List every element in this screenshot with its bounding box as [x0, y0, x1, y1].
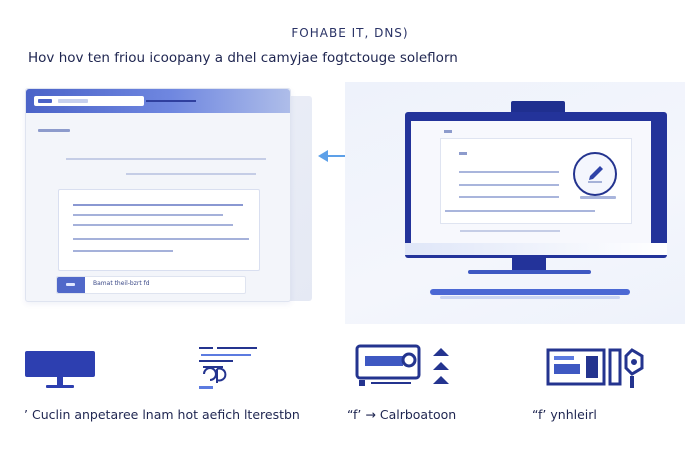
content-line [66, 158, 266, 160]
monitor-base-shadow [440, 296, 620, 299]
breadcrumb[interactable] [38, 129, 70, 132]
feature-caption-1: ’ Cuclin anpetaree lnam hot aefich ltere… [24, 407, 300, 422]
content-line [126, 173, 256, 175]
card-line [73, 214, 223, 216]
dashboard-icon [546, 348, 644, 388]
page-subtitle: Hov hov ten friou icoopany a dhel camyja… [28, 50, 458, 66]
prompt-input[interactable]: Bamat theil-bzrt fd [56, 276, 246, 294]
address-bar[interactable] [34, 96, 144, 106]
badge-underline [580, 196, 616, 199]
app-window: Bamat theil-bzrt fd [25, 88, 291, 302]
arrow-left-icon [318, 150, 328, 162]
monitor-webcam [511, 101, 565, 115]
card-line [73, 224, 233, 226]
address-bar-text [58, 99, 88, 103]
screen-line [459, 196, 559, 198]
monitor-neck [512, 258, 546, 270]
caption-prefix: “f’ [347, 407, 362, 422]
caption-text: ynhleirl [550, 407, 597, 422]
document-chart-icon [199, 347, 257, 389]
monitor-stand [468, 270, 591, 274]
card-line [73, 250, 173, 252]
screen-line [460, 230, 560, 232]
pen-badge[interactable] [573, 152, 617, 196]
window-title-bar [26, 89, 290, 113]
feature-caption-2: “f’ → Calrboatoon [347, 407, 456, 422]
address-bar-underline [146, 100, 196, 102]
screen-crumb [444, 130, 452, 133]
caption-prefix: “f’ [532, 407, 547, 422]
caption-text: Cuclin anpetaree lnam hot aefich lterest… [31, 407, 300, 422]
feature-caption-4: “f’ ynhleirl [532, 407, 597, 422]
pen-icon [588, 166, 603, 183]
screen-chat-icon [355, 344, 449, 386]
address-bar-logo [38, 99, 52, 103]
card-line [73, 204, 243, 206]
screen-card-crumb [459, 152, 467, 155]
screen-line [459, 184, 559, 186]
card-line [73, 238, 249, 240]
screen-line [459, 171, 559, 173]
page-title: FOHABE IT, DNS) [291, 26, 409, 40]
monitor-base [430, 289, 630, 295]
monitor-chin [405, 243, 667, 255]
screen-line [445, 210, 595, 212]
input-text: Bamat theil-bzrt fd [93, 280, 150, 287]
content-card [58, 189, 260, 271]
monitor-icon [25, 351, 95, 388]
input-action-button[interactable] [57, 277, 85, 293]
caption-prefix: ’ [24, 407, 28, 422]
input-action-icon [66, 283, 75, 286]
caption-text: → Calrboatoon [365, 407, 457, 422]
